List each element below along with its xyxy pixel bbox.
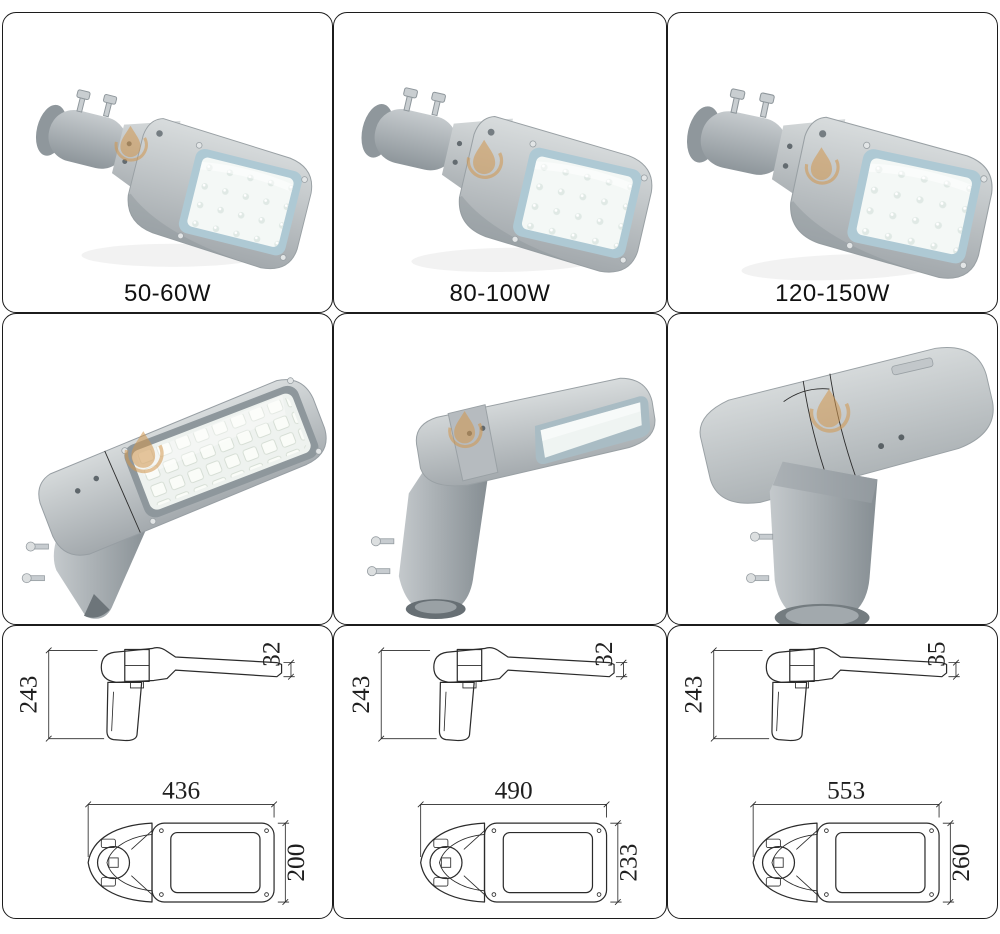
dim-length: 553 (827, 777, 865, 805)
dim-thickness: 32 (258, 641, 286, 666)
photo-cell-side-view (333, 313, 667, 625)
wattage-label: 80-100W (449, 280, 551, 307)
photo-cell-rear-view (667, 313, 998, 625)
dim-thickness: 32 (590, 641, 618, 666)
street-light-top-view-photo (334, 13, 666, 312)
dim-height: 243 (15, 676, 43, 714)
dim-height: 243 (347, 676, 375, 714)
street-light-side-view-photo (334, 314, 666, 624)
dim-width: 200 (282, 844, 310, 882)
photo-cell-top-view-120-150w: 120-150W (667, 12, 998, 313)
dimension-drawing-cell-3: 243 35 553 260 (667, 625, 998, 919)
street-light-bottom-view-photo (3, 314, 332, 624)
dimension-drawing-cell-2: 243 32 490 233 (333, 625, 667, 919)
product-image-grid: 50-60W 80-100W 120-150W (2, 12, 998, 919)
street-light-top-view-photo (3, 13, 332, 312)
photo-cell-bottom-view (2, 313, 333, 625)
wattage-label: 50-60W (123, 280, 212, 307)
wattage-label: 120-150W (775, 280, 890, 307)
photo-cell-top-view-50-60w: 50-60W (2, 12, 333, 313)
dim-width: 260 (947, 844, 975, 882)
dimension-drawing-cell-1: 243 32 436 200 (2, 625, 333, 919)
dimension-drawing-120-150w: 243 35 553 260 (680, 641, 975, 906)
photo-cell-top-view-80-100w: 80-100W (333, 12, 667, 313)
dim-length: 436 (162, 777, 200, 805)
dim-length: 490 (495, 777, 533, 805)
dim-width: 233 (615, 844, 643, 882)
street-light-rear-view-photo (668, 314, 997, 624)
dim-thickness: 35 (923, 641, 951, 666)
dim-height: 243 (680, 676, 708, 714)
street-light-top-view-photo (668, 13, 997, 312)
dimension-drawing-80-100w: 243 32 490 233 (347, 641, 643, 906)
dimension-drawing-50-60w: 243 32 436 200 (15, 641, 310, 906)
